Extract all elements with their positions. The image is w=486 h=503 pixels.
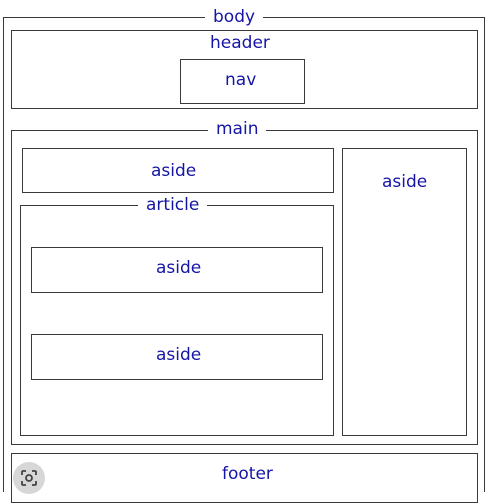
lens-search-glyph [21,470,37,486]
body-label: body [205,7,264,27]
nav-label: nav [225,70,257,90]
body-right-line [484,17,485,492]
article-aside-1-box [31,247,323,293]
lens-search-icon[interactable] [13,462,45,494]
aside-right-box [342,148,467,436]
aside-top-label: aside [151,161,197,181]
article-label: article [138,195,208,215]
body-left-line [3,17,4,492]
main-label: main [208,119,267,139]
article-aside-1-label: aside [156,258,202,278]
article-box [20,205,334,436]
article-aside-2-box [31,334,323,380]
aside-top-box [22,148,334,193]
nav-box [180,59,305,104]
footer-label: footer [222,464,273,484]
header-label: header [210,33,270,53]
article-aside-2-label: aside [156,345,202,365]
aside-right-label: aside [382,172,428,192]
